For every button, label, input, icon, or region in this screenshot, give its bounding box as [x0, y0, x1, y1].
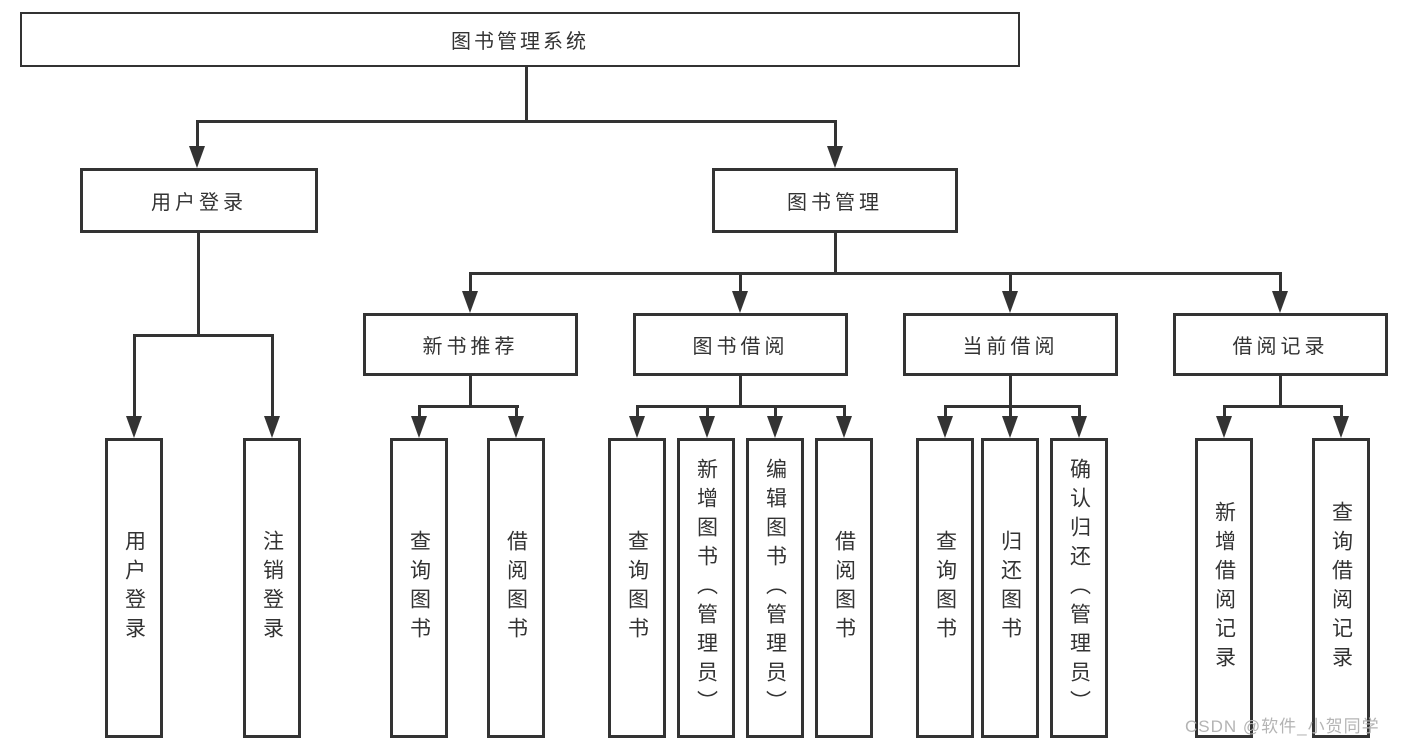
connector-line	[515, 405, 518, 420]
node-label: 图书管理	[787, 192, 883, 214]
node-label: 图书管理系统	[451, 31, 589, 53]
node-root-library-system: 图书管理系统	[20, 12, 1020, 67]
connector-line	[1279, 272, 1282, 294]
node-borrow-records: 借阅记录	[1173, 313, 1388, 376]
connector-arrow	[189, 146, 205, 168]
node-label: 新增图书（管理员）	[694, 457, 718, 719]
connector-arrow	[629, 416, 645, 438]
leaf-logout: 注销登录	[243, 438, 301, 738]
connector-line	[944, 405, 947, 420]
connector-line	[1078, 405, 1081, 420]
connector-line	[469, 376, 472, 408]
node-label: 用户登录	[122, 530, 146, 646]
node-label: 注销登录	[260, 530, 284, 646]
node-label: 归还图书	[998, 530, 1022, 646]
connector-line	[469, 272, 472, 294]
connector-line	[1009, 376, 1012, 408]
leaf-edit-books-admin: 编辑图书（管理员）	[746, 438, 804, 738]
node-label: 编辑图书（管理员）	[763, 457, 787, 719]
connector-line	[1223, 405, 1343, 408]
connector-arrow	[1333, 416, 1349, 438]
node-label: 当前借阅	[962, 336, 1059, 358]
connector-arrow	[126, 416, 142, 438]
connector-arrow	[767, 416, 783, 438]
connector-line	[271, 334, 274, 420]
leaf-query-books-recommend: 查询图书	[390, 438, 448, 738]
node-label: 借阅图书	[504, 530, 528, 646]
node-label: 查询图书	[407, 530, 431, 646]
connector-line	[469, 272, 1282, 275]
connector-line	[834, 233, 837, 275]
leaf-borrow-books: 借阅图书	[815, 438, 873, 738]
node-user-login: 用户登录	[80, 168, 318, 233]
connector-line	[418, 405, 421, 420]
connector-line	[944, 405, 1081, 408]
connector-arrow	[827, 146, 843, 168]
node-book-borrowing: 图书借阅	[633, 313, 848, 376]
connector-line	[196, 120, 199, 150]
node-label: 图书借阅	[692, 336, 789, 358]
node-label: 查询借阅记录	[1329, 501, 1353, 675]
connector-line	[418, 405, 519, 408]
connector-arrow	[462, 291, 478, 313]
leaf-borrow-books-recommend: 借阅图书	[487, 438, 545, 738]
connector-arrow	[836, 416, 852, 438]
node-label: 确认归还（管理员）	[1067, 457, 1091, 719]
connector-line	[133, 334, 274, 337]
leaf-query-borrow-record: 查询借阅记录	[1312, 438, 1370, 738]
connector-arrow	[937, 416, 953, 438]
connector-line	[196, 120, 837, 123]
connector-line	[1223, 405, 1226, 420]
leaf-query-books-current: 查询图书	[916, 438, 974, 738]
connector-line	[133, 334, 136, 420]
connector-arrow	[1002, 291, 1018, 313]
node-new-book-recommend: 新书推荐	[363, 313, 578, 376]
node-label: 用户登录	[151, 192, 247, 214]
connector-arrow	[264, 416, 280, 438]
connector-line	[843, 405, 846, 420]
node-book-management: 图书管理	[712, 168, 958, 233]
leaf-user-login: 用户登录	[105, 438, 163, 738]
leaf-query-books-borrowing: 查询图书	[608, 438, 666, 738]
node-label: 查询图书	[933, 530, 957, 646]
connector-arrow	[699, 416, 715, 438]
connector-line	[739, 376, 742, 408]
connector-line	[1340, 405, 1343, 420]
node-label: 新书推荐	[422, 336, 519, 358]
node-current-borrowing: 当前借阅	[903, 313, 1118, 376]
connector-arrow	[1071, 416, 1087, 438]
connector-arrow	[1272, 291, 1288, 313]
connector-arrow	[508, 416, 524, 438]
leaf-confirm-return-admin: 确认归还（管理员）	[1050, 438, 1108, 738]
connector-arrow	[411, 416, 427, 438]
csdn-watermark: CSDN @软件_小贺同学	[1185, 717, 1380, 736]
connector-line	[636, 405, 846, 408]
leaf-add-borrow-record: 新增借阅记录	[1195, 438, 1253, 738]
connector-line	[636, 405, 639, 420]
connector-line	[197, 233, 200, 337]
connector-line	[1009, 405, 1012, 420]
node-label: 查询图书	[625, 530, 649, 646]
leaf-return-books: 归还图书	[981, 438, 1039, 738]
connector-arrow	[732, 291, 748, 313]
connector-line	[774, 405, 777, 420]
node-label: 借阅图书	[832, 530, 856, 646]
connector-line	[706, 405, 709, 420]
connector-line	[525, 67, 528, 121]
leaf-add-books-admin: 新增图书（管理员）	[677, 438, 735, 738]
connector-arrow	[1002, 416, 1018, 438]
connector-line	[1279, 376, 1282, 408]
node-label: 新增借阅记录	[1212, 501, 1236, 675]
connector-line	[739, 272, 742, 294]
connector-arrow	[1216, 416, 1232, 438]
connector-line	[1009, 272, 1012, 294]
node-label: 借阅记录	[1232, 336, 1329, 358]
connector-line	[834, 120, 837, 150]
